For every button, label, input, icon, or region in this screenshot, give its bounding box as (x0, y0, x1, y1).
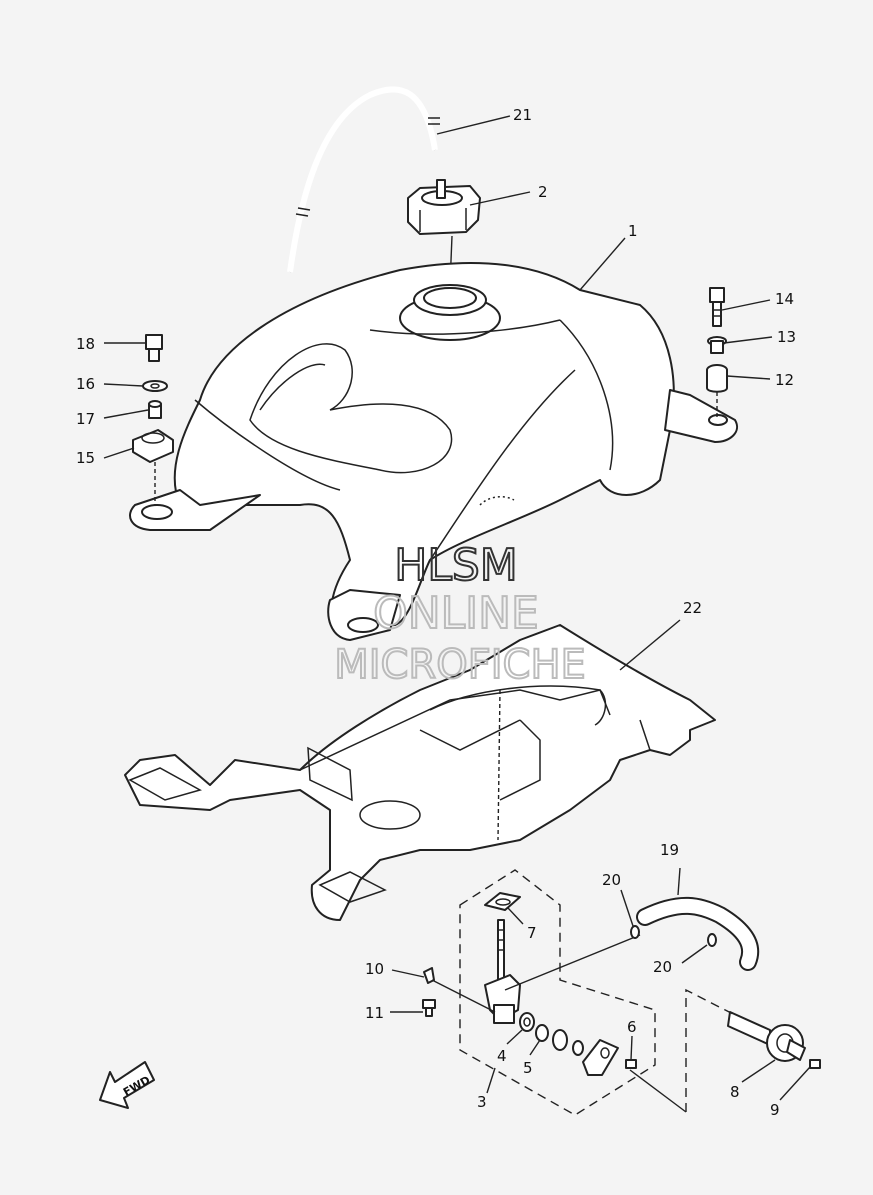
callout-5: 5 (523, 1059, 533, 1077)
fuel-hose-19 (636, 896, 760, 971)
leader-lines (103, 115, 811, 1101)
callout-19: 19 (660, 841, 679, 859)
clip-20-upper (630, 925, 640, 939)
fuel-cap-2 (407, 179, 481, 235)
callout-20-lower: 20 (653, 958, 672, 976)
watermark-line1: HLSM (394, 540, 518, 591)
fuel-tank-1 (129, 262, 738, 641)
washer-16 (142, 380, 168, 392)
callout-15: 15 (76, 449, 95, 467)
collar-17 (148, 400, 162, 419)
fuel-cock-body (484, 919, 521, 1024)
watermark: HLSM ONLINE MICROFICHE (333, 539, 587, 689)
callout-9: 9 (770, 1101, 780, 1119)
damper-12 (706, 364, 728, 393)
fuel-cock-assembly-3 (459, 869, 656, 1116)
callout-21: 21 (513, 106, 532, 124)
screw-11 (422, 999, 436, 1017)
breather-hose-21 (287, 86, 440, 273)
plate-screw-6 (582, 1039, 637, 1076)
seal-5 (535, 1024, 549, 1042)
callout-7: 7 (527, 924, 537, 942)
screw-9 (809, 1059, 821, 1069)
callout-3: 3 (477, 1093, 487, 1111)
callout-10: 10 (365, 960, 384, 978)
bolt-18 (145, 334, 163, 362)
washer-cock (552, 1029, 584, 1056)
clip-20-lower (707, 933, 717, 947)
callout-17: 17 (76, 410, 95, 428)
callout-1: 1 (628, 222, 638, 240)
callout-13: 13 (777, 328, 796, 346)
callout-4: 4 (497, 1047, 507, 1065)
callout-6: 6 (627, 1018, 637, 1036)
bolt-14 (709, 287, 725, 327)
callout-18: 18 (76, 335, 95, 353)
damper-15 (132, 429, 174, 463)
callout-numbers: 1 2 3 4 5 6 7 8 9 10 11 12 13 14 15 16 1… (76, 106, 796, 1119)
watermark-line3: MICROFICHE (334, 642, 586, 688)
fwd-arrow-icon: FWD (99, 1061, 155, 1109)
callout-14: 14 (775, 290, 794, 308)
valve-knob-8 (727, 1011, 806, 1062)
collar-13 (707, 336, 727, 354)
callout-11: 11 (365, 1004, 384, 1022)
watermark-line2: ONLINE (373, 588, 539, 639)
callout-8: 8 (730, 1083, 740, 1101)
callout-16: 16 (76, 375, 95, 393)
callout-2: 2 (538, 183, 548, 201)
gasket-7 (484, 892, 521, 911)
callout-20-upper: 20 (602, 871, 621, 889)
o-ring-4 (519, 1012, 535, 1032)
tray-22 (124, 624, 716, 921)
callout-22: 22 (683, 599, 702, 617)
callout-12: 12 (775, 371, 794, 389)
washer-10 (423, 967, 435, 984)
